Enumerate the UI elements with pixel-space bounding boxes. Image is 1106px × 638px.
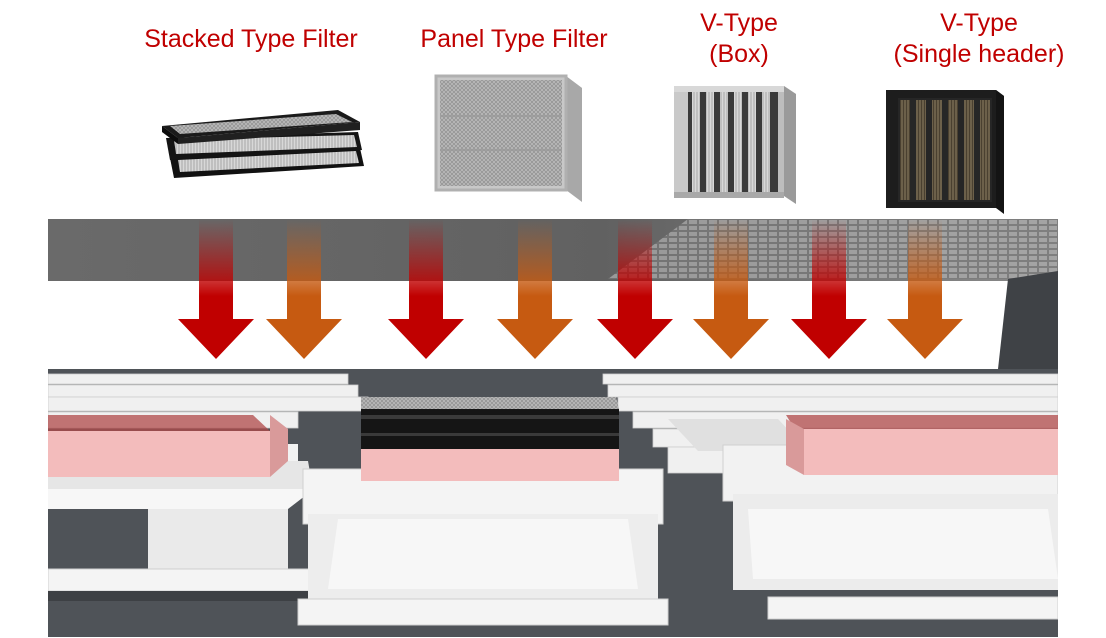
fan-unit-left [48, 415, 319, 601]
panel-filter-image [434, 74, 582, 202]
cleanroom-scene [48, 219, 1058, 637]
stacked-filter-image [162, 110, 364, 178]
airflow-arrow-4 [497, 219, 573, 359]
label-line: (Box) [709, 40, 769, 68]
fan-unit-right [668, 415, 1058, 620]
airflow-arrow-8 [887, 219, 963, 359]
airflow-arrow-2 [266, 219, 342, 359]
airflow-arrow-7 [791, 219, 867, 359]
airflow-arrows [178, 219, 963, 359]
airflow-arrow-6 [693, 219, 769, 359]
label-line: Panel Type Filter [420, 25, 608, 53]
fan-unit-center [297, 397, 669, 626]
airflow-arrow-5 [597, 219, 673, 359]
label-line: (Single header) [893, 40, 1065, 68]
label-panel-filter: Panel Type Filter [404, 24, 624, 55]
airflow-arrow-1 [178, 219, 254, 359]
label-line: V-Type [700, 9, 778, 37]
label-stacked-filter: Stacked Type Filter [131, 24, 371, 55]
label-line: Stacked Type Filter [144, 25, 358, 53]
v-type-box-filter-image [674, 86, 796, 204]
label-v-type-box: V-Type (Box) [669, 8, 809, 70]
label-line: V-Type [940, 9, 1018, 37]
v-type-single-header-filter-image [886, 90, 1004, 214]
label-v-type-single-header: V-Type (Single header) [874, 8, 1084, 70]
airflow-arrow-3 [388, 219, 464, 359]
